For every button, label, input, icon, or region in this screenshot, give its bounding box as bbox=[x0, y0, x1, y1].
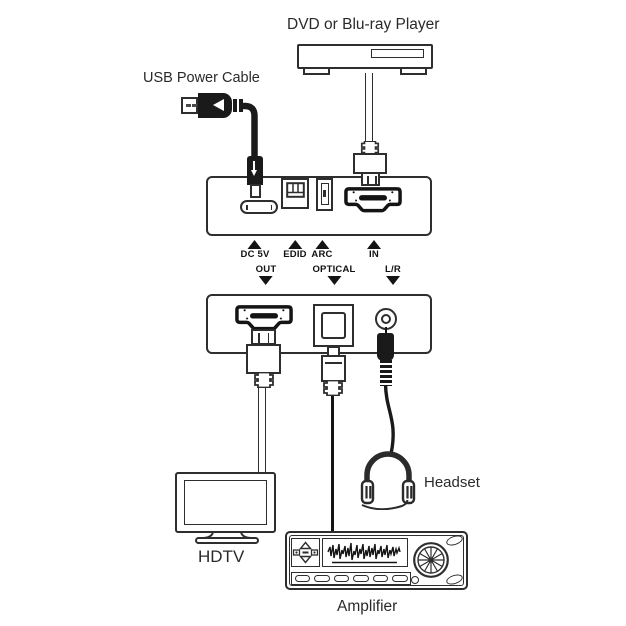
tv-screen bbox=[184, 480, 267, 525]
arrow-up-icon bbox=[367, 240, 381, 249]
arrow-down-icon bbox=[259, 275, 273, 285]
usb-triangle-mark bbox=[213, 99, 224, 111]
tv-label: HDTV bbox=[198, 547, 245, 566]
port-label-edid: EDID bbox=[283, 240, 307, 261]
port-label-lr: L/R bbox=[385, 264, 401, 285]
dvd-player-tray bbox=[371, 49, 424, 58]
headset-icon bbox=[360, 451, 416, 510]
arc-slider bbox=[320, 183, 329, 205]
hdmi-out-plug-tip bbox=[251, 329, 276, 345]
hdmi-in-port-icon bbox=[344, 187, 402, 213]
audio-plug-icon bbox=[377, 333, 394, 361]
micro-usb-plug-tip bbox=[249, 184, 261, 198]
audio-jack-port-hole bbox=[381, 314, 391, 324]
optical-port-inner bbox=[321, 312, 346, 339]
hdmi-out-port-icon bbox=[235, 305, 293, 331]
optical-amp-cable bbox=[331, 394, 334, 534]
usb-a-plug-tip bbox=[181, 97, 198, 114]
amp-preset-button bbox=[294, 575, 310, 582]
usb-cable-rib bbox=[239, 99, 243, 112]
arrow-down-icon bbox=[386, 275, 400, 285]
amp-button-strip bbox=[291, 572, 411, 585]
headset-label: Headset bbox=[424, 474, 480, 491]
usb-power-cable-label: USB Power Cable bbox=[143, 70, 260, 86]
arrow-up-icon bbox=[288, 240, 302, 249]
amp-preset-button bbox=[314, 575, 330, 582]
dvd-player-foot-left bbox=[303, 67, 330, 75]
usb-a-plug-icon bbox=[198, 93, 232, 118]
hdmi-in-cable bbox=[365, 73, 373, 145]
arrow-up-icon bbox=[315, 240, 329, 249]
hdmi-out-plug-body bbox=[246, 344, 281, 374]
audio-plug-tip bbox=[384, 327, 388, 335]
port-label-dc5v: DC 5V bbox=[241, 240, 270, 261]
amp-small-knob bbox=[411, 576, 419, 584]
arrow-down-icon bbox=[327, 275, 341, 285]
tv-stand-base bbox=[195, 537, 259, 544]
micro-usb-port bbox=[240, 200, 278, 214]
dvd-player-foot-right bbox=[400, 67, 427, 75]
amplifier-label: Amplifier bbox=[337, 598, 398, 615]
edid-dip-switch-icon bbox=[285, 182, 305, 198]
usb-cable-line bbox=[241, 102, 258, 158]
dvd-player-label: DVD or Blu-ray Player bbox=[287, 16, 440, 33]
amp-preset-button bbox=[353, 575, 369, 582]
optical-plug-body bbox=[320, 355, 346, 382]
headset-cable-line bbox=[383, 383, 395, 455]
amp-dpad-icon bbox=[292, 541, 319, 564]
amp-preset-button bbox=[333, 575, 349, 582]
usb-cable-rib bbox=[233, 99, 237, 112]
arrow-up-icon bbox=[247, 240, 262, 249]
amp-knob-icon bbox=[413, 542, 449, 578]
hdmi-in-plug-body bbox=[353, 153, 387, 174]
hdmi-in-plug-tip bbox=[361, 172, 380, 186]
micro-usb-plug-icon bbox=[246, 156, 263, 185]
port-label-arc: ARC bbox=[311, 240, 332, 261]
port-label-optical: OPTICAL bbox=[312, 264, 355, 285]
amp-preset-button bbox=[392, 575, 408, 582]
port-label-in: IN bbox=[367, 240, 381, 261]
port-label-out: OUT bbox=[256, 264, 277, 285]
hdmi-out-plug-strain bbox=[254, 372, 274, 388]
optical-plug-strain bbox=[323, 380, 343, 396]
amp-preset-button bbox=[372, 575, 388, 582]
amp-waveform bbox=[327, 542, 401, 564]
hdmi-tv-cable bbox=[258, 387, 266, 474]
audio-plug-ribs bbox=[379, 360, 392, 386]
